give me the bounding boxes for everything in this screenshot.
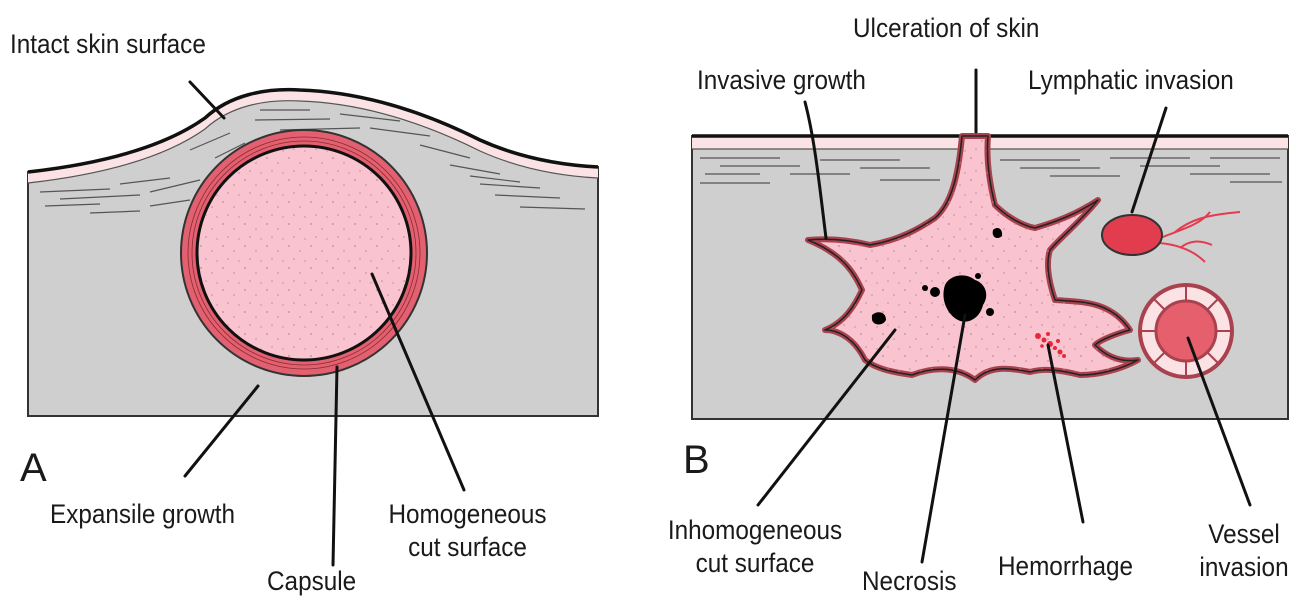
label-intact-skin-surface: Intact skin surface	[10, 28, 206, 61]
label-ulceration-of-skin: Ulceration of skin	[853, 12, 1039, 45]
panel-letter-a: A	[20, 448, 47, 488]
panel-letter-b: B	[683, 440, 710, 480]
label-homogeneous-line2: cut surface	[371, 531, 565, 564]
label-inhomogeneous-line1: Inhomogeneous	[652, 514, 859, 547]
label-homogeneous-cut-surface: Homogeneous cut surface	[371, 498, 565, 564]
panel-b-blood-vessel	[1140, 285, 1232, 377]
label-capsule: Capsule	[267, 565, 356, 598]
label-homogeneous-line1: Homogeneous	[371, 498, 565, 531]
label-necrosis: Necrosis	[862, 565, 957, 598]
label-vessel-line1: Vessel	[1185, 518, 1304, 551]
label-hemorrhage: Hemorrhage	[998, 550, 1133, 583]
panel-b-malignant-tumor	[692, 70, 1288, 562]
label-inhomogeneous-cut-surface: Inhomogeneous cut surface	[652, 514, 859, 580]
panel-a-benign-tumor	[28, 82, 598, 565]
label-inhomogeneous-line2: cut surface	[652, 547, 859, 580]
label-lymphatic-invasion: Lymphatic invasion	[1028, 64, 1234, 97]
label-expansile-growth: Expansile growth	[50, 498, 235, 531]
label-vessel-line2: invasion	[1185, 551, 1304, 584]
label-vessel-invasion: Vessel invasion	[1185, 518, 1304, 584]
label-invasive-growth: Invasive growth	[697, 64, 866, 97]
